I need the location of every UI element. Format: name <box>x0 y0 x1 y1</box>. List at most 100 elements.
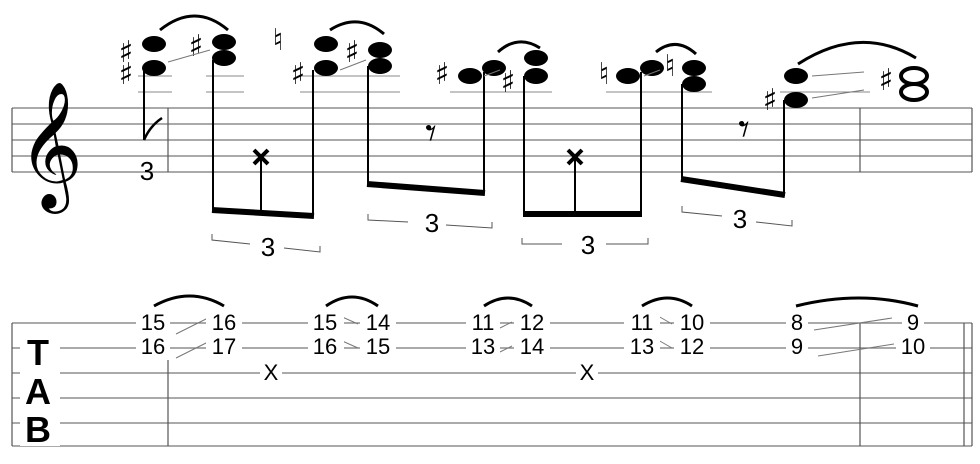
notehead <box>784 92 808 108</box>
fret-number: 16 <box>141 334 165 359</box>
whole-notehead <box>899 82 929 102</box>
tuplet-bracket <box>681 206 723 217</box>
tuplet-number: 3 <box>140 156 154 186</box>
sharp-icon: ♯ <box>291 57 306 92</box>
accidentals: ♯ ♯ ♯ ♮ ♯ ♯ ♯ ♯ ♮ ♮ ♯ ♯ <box>119 23 894 118</box>
dead-note-x: X <box>264 360 279 385</box>
fret-number: 16 <box>313 334 337 359</box>
slide-line <box>817 343 895 357</box>
notehead <box>524 50 548 66</box>
notehead <box>314 36 338 52</box>
slide-line <box>811 89 865 99</box>
tuplet-number: 3 <box>581 230 595 260</box>
eighth-flag <box>142 116 163 141</box>
slur <box>655 43 698 56</box>
x-notehead-icon <box>566 148 584 166</box>
slide-line <box>643 69 661 77</box>
sharp-icon: ♯ <box>119 57 134 92</box>
slide-line <box>657 339 673 349</box>
fret-bg <box>136 336 170 360</box>
fret-bg <box>514 336 550 360</box>
sharp-icon: ♯ <box>763 83 778 118</box>
x-notehead-icon <box>252 148 270 166</box>
eighth-rest-icon: 𝄾 <box>738 104 750 155</box>
tab-slur <box>325 295 379 308</box>
fret-bg <box>624 336 660 360</box>
fret-bg <box>360 312 396 336</box>
fret-number: 17 <box>212 334 236 359</box>
tuplet-brackets: 3 3 3 3 <box>211 204 793 262</box>
slide-line <box>175 317 209 335</box>
notehead <box>616 68 640 84</box>
slide-line <box>657 315 673 325</box>
tab-slur <box>483 296 533 308</box>
sharp-icon: ♯ <box>435 57 450 92</box>
tab-frets: 15 16 16 17 X 15 16 14 15 11 13 12 14 X … <box>136 310 930 386</box>
fret-number: 9 <box>791 334 803 359</box>
slide-line <box>811 71 865 77</box>
sharp-icon: ♯ <box>879 63 894 98</box>
beam <box>366 181 486 196</box>
fret-bg <box>466 312 500 336</box>
slur <box>797 41 917 66</box>
fret-bg <box>206 336 242 360</box>
tuplet-number: 3 <box>261 232 275 262</box>
fret-bg <box>786 336 808 360</box>
notehead <box>212 50 236 66</box>
fret-bg <box>674 312 710 336</box>
sharp-icon: ♯ <box>119 35 134 70</box>
tab-letter-b: B <box>25 409 51 450</box>
tuplet-bracket <box>755 220 793 227</box>
beams <box>211 176 786 219</box>
notehead <box>682 60 706 76</box>
fret-bg <box>786 312 808 336</box>
tab-letter-a: A <box>25 371 51 412</box>
slur <box>159 14 229 32</box>
fret-number: 14 <box>366 310 390 335</box>
fret-number: 10 <box>680 310 704 335</box>
sharp-icon: ♯ <box>501 65 516 100</box>
staff-slides <box>167 49 865 99</box>
noteheads <box>142 34 929 108</box>
notehead <box>368 42 392 58</box>
whole-notehead <box>899 66 929 86</box>
tuplet-bracket <box>283 246 321 253</box>
fret-bg <box>308 312 344 336</box>
tab-slur <box>153 294 225 308</box>
fret-bg <box>902 312 924 336</box>
fret-bg <box>206 312 242 336</box>
fret-bg <box>136 312 170 336</box>
slide-line <box>499 321 513 329</box>
slide-line <box>175 341 209 359</box>
fret-bg <box>624 312 660 336</box>
dead-note-x: X <box>580 360 595 385</box>
fret-bg <box>466 336 500 360</box>
tuplet-number: 3 <box>425 208 439 238</box>
sharp-icon: ♯ <box>345 35 360 70</box>
tuplet-number: 3 <box>733 204 747 234</box>
standard-staff <box>11 107 973 173</box>
fret-number: 15 <box>141 310 165 335</box>
fret-number: 12 <box>680 334 704 359</box>
dead-notes <box>252 148 584 166</box>
notehead <box>142 60 166 76</box>
natural-icon: ♮ <box>665 49 676 84</box>
slide-line <box>499 345 513 353</box>
slur <box>496 40 541 54</box>
fret-bg <box>674 336 710 360</box>
tuplet-bracket <box>367 214 409 223</box>
fret-bg <box>360 336 396 360</box>
notehead <box>640 60 664 76</box>
tuplet-bracket <box>521 238 562 245</box>
tuplet-bracket <box>445 222 493 229</box>
fret-bg <box>896 336 930 360</box>
stems <box>142 60 785 216</box>
treble-clef-icon: 𝄞 <box>18 80 83 214</box>
fret-number: 11 <box>631 310 654 335</box>
tuplet-bracket <box>606 238 649 245</box>
slide-line <box>339 59 367 71</box>
slide-line <box>813 317 893 331</box>
tab-slur <box>641 296 693 308</box>
fret-number: 8 <box>791 310 803 335</box>
sharp-icon: ♯ <box>189 29 204 64</box>
